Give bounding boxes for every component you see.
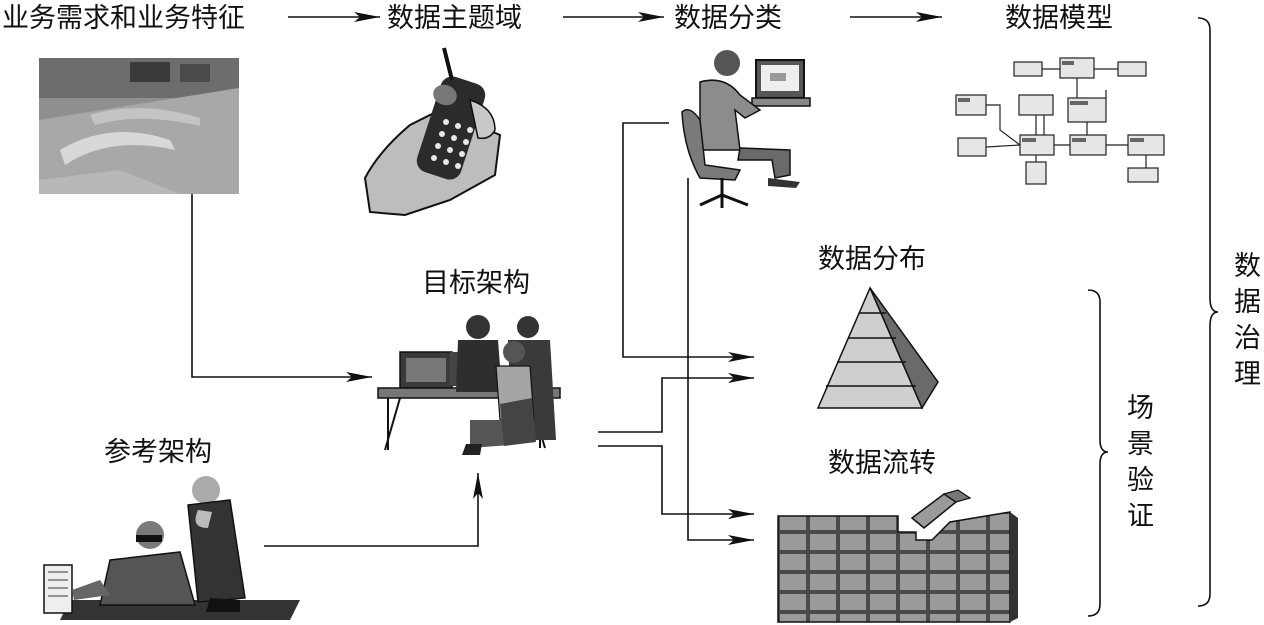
label-target-architecture: 目标架构 xyxy=(422,268,530,299)
person-computer-image xyxy=(681,50,811,208)
arrow-reference-to-target xyxy=(264,473,483,547)
svg-text:证: 证 xyxy=(1127,501,1154,532)
label-business-requirements: 业务需求和业务特征 xyxy=(2,3,245,34)
brick-wall-image xyxy=(777,489,1018,623)
pyramid-image xyxy=(816,286,939,410)
label-data-model: 数据模型 xyxy=(1005,3,1113,34)
svg-text:景: 景 xyxy=(1127,429,1154,460)
business-photo-image xyxy=(39,58,239,194)
target-architecture-image xyxy=(377,315,561,455)
label-scenario-validation: 场 景 验 证 xyxy=(1127,393,1154,532)
mobile-phone-image xyxy=(363,47,502,217)
label-data-governance: 数 据 治 理 xyxy=(1234,251,1261,390)
data-model-image xyxy=(955,57,1165,185)
svg-text:治: 治 xyxy=(1234,323,1261,354)
reference-architecture-image xyxy=(43,476,300,620)
brace-scenario-validation xyxy=(1087,289,1109,617)
label-reference-architecture: 参考架构 xyxy=(104,437,212,468)
svg-text:验: 验 xyxy=(1127,465,1154,496)
arrow-business-to-target xyxy=(191,194,372,382)
arrow-target-to-flow xyxy=(598,445,754,519)
arrow-classification-to-flow xyxy=(687,178,754,545)
label-data-subject-domain: 数据主题域 xyxy=(387,3,522,34)
label-data-distribution: 数据分布 xyxy=(818,244,926,275)
svg-text:场: 场 xyxy=(1127,393,1154,424)
label-data-classification: 数据分类 xyxy=(674,3,782,34)
brace-data-governance xyxy=(1197,17,1219,607)
svg-text:据: 据 xyxy=(1234,287,1261,318)
svg-text:数: 数 xyxy=(1234,251,1261,282)
svg-text:理: 理 xyxy=(1234,359,1261,390)
arrow-target-to-distribution xyxy=(598,373,754,433)
label-data-flow: 数据流转 xyxy=(828,448,936,479)
